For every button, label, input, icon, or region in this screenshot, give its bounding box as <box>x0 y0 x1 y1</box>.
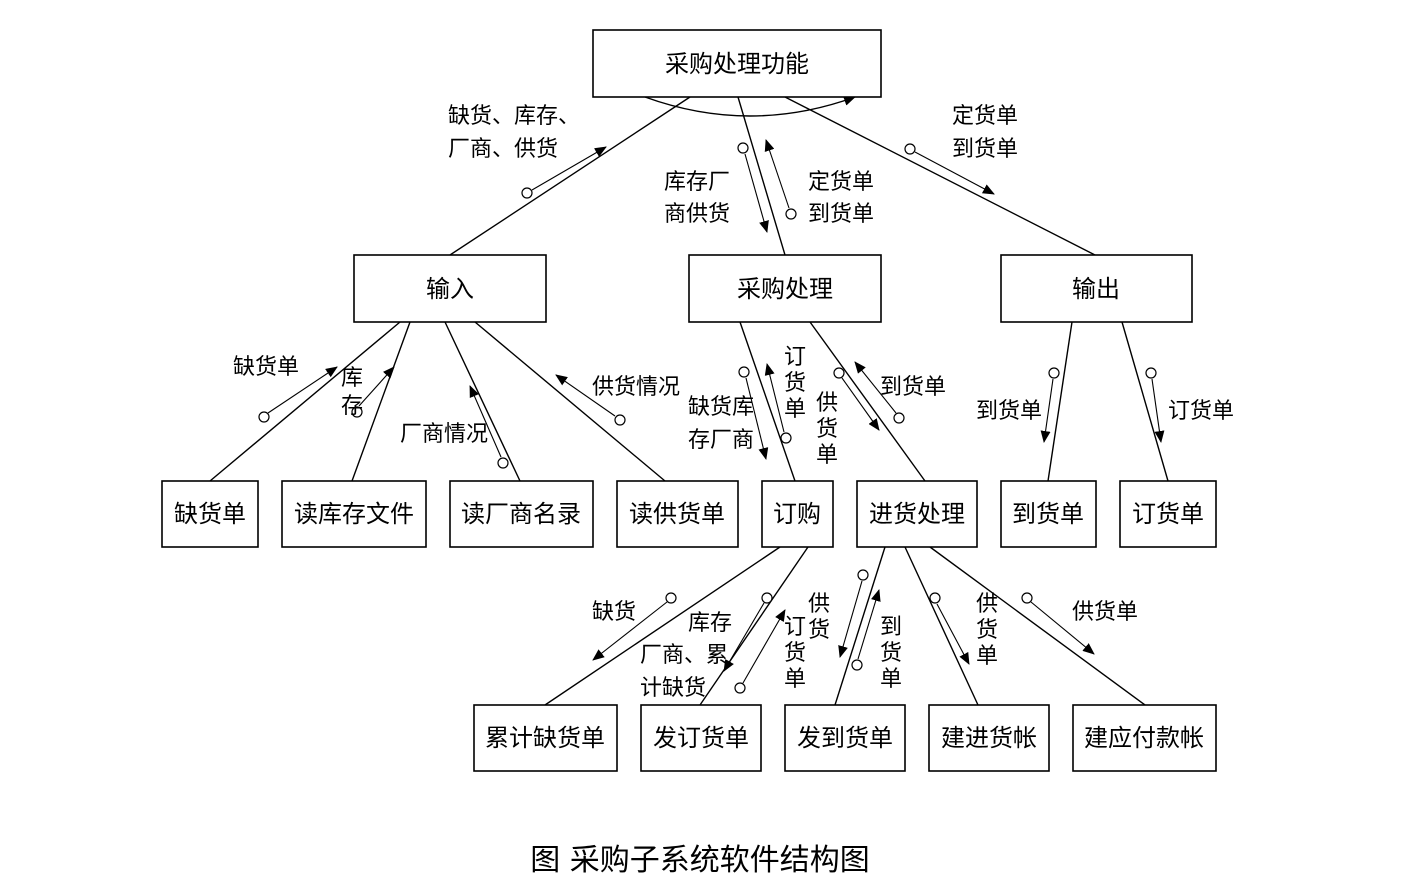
module-issue-order-slip: 发订货单 <box>640 704 762 772</box>
module-cumulative-shortage: 累计缺货单 <box>473 704 618 772</box>
module-root: 采购处理功能 <box>592 29 882 98</box>
module-build-receiving-account-label: 建进货帐 <box>941 724 1037 752</box>
module-shortage-slip-label: 缺货单 <box>174 500 246 528</box>
module-order-label: 订购 <box>773 500 821 528</box>
flow-label: 商供货 <box>664 202 730 227</box>
flow-label: 缺货单 <box>233 355 299 380</box>
module-read-supply-slip-label: 读供货单 <box>629 500 725 528</box>
flow-label: 单 <box>880 667 902 692</box>
flow-label: 缺货库 <box>688 395 754 420</box>
module-read-supply-slip: 读供货单 <box>616 480 739 548</box>
flow-label: 单 <box>784 667 806 692</box>
flow-label: 厂商情况 <box>400 422 488 447</box>
module-cumulative-shortage-label: 累计缺货单 <box>485 724 605 752</box>
flow-label: 存 <box>341 394 363 419</box>
module-read-vendor-list: 读厂商名录 <box>449 480 594 548</box>
flow-label: 到货单 <box>808 202 874 227</box>
flow-label: 缺货、库存、 <box>448 104 580 129</box>
flow-label: 定货单 <box>952 104 1018 129</box>
flow-label: 供货情况 <box>592 375 680 400</box>
module-issue-arrival-slip: 发到货单 <box>784 704 906 772</box>
flow-label: 货 <box>808 618 830 643</box>
flow-label: 到货单 <box>880 375 946 400</box>
module-shortage-slip: 缺货单 <box>161 480 259 548</box>
flow-label: 供货单 <box>1072 600 1138 625</box>
module-arrival-slip-out: 到货单 <box>1000 480 1097 548</box>
module-build-payable-account: 建应付款帐 <box>1072 704 1217 772</box>
flow-label: 库 <box>341 366 363 391</box>
hierarchy-lines <box>209 96 1169 706</box>
flow-label: 订货单 <box>1168 399 1234 424</box>
module-build-receiving-account: 建进货帐 <box>928 704 1050 772</box>
flow-label: 供 <box>808 592 830 617</box>
module-order: 订购 <box>761 480 834 548</box>
module-order-slip-out: 订货单 <box>1119 480 1217 548</box>
flow-label: 订 <box>784 345 806 370</box>
flow-label: 货 <box>784 641 806 666</box>
flow-label: 库存厂 <box>664 170 730 195</box>
module-receiving-label: 进货处理 <box>869 500 965 528</box>
module-issue-arrival-slip-label: 发到货单 <box>797 724 893 752</box>
data-flow-arrows <box>258 139 1165 694</box>
flow-label: 到货单 <box>976 399 1042 424</box>
flow-label: 库存 <box>688 611 732 636</box>
module-root-label: 采购处理功能 <box>665 50 809 78</box>
flow-label: 存厂商 <box>688 428 754 453</box>
flow-label: 缺货 <box>592 600 636 625</box>
figure-caption: 图 采购子系统软件结构图 <box>530 843 870 878</box>
flow-label: 到 <box>880 615 902 640</box>
flow-labels: 缺货、库存、 厂商、供货 库存厂 商供货 定货单 到货单 定货单 到货单 缺货单… <box>233 104 1234 701</box>
module-build-payable-account-label: 建应付款帐 <box>1084 724 1204 752</box>
module-process-label: 采购处理 <box>737 275 833 303</box>
module-output: 输出 <box>1000 254 1193 323</box>
flow-label: 厂商、供货 <box>448 137 558 162</box>
module-issue-order-slip-label: 发订货单 <box>653 724 749 752</box>
flow-label: 货 <box>880 641 902 666</box>
module-input: 输入 <box>353 254 547 323</box>
module-arrival-slip-out-label: 到货单 <box>1012 500 1084 528</box>
module-input-label: 输入 <box>426 275 474 303</box>
module-process: 采购处理 <box>688 254 882 323</box>
module-output-label: 输出 <box>1072 275 1120 303</box>
module-order-slip-out-label: 订货单 <box>1132 500 1204 528</box>
flow-label: 到货单 <box>952 137 1018 162</box>
flow-label: 供 <box>816 391 838 416</box>
flow-label: 定货单 <box>808 170 874 195</box>
flow-label: 供 <box>976 592 998 617</box>
flow-label: 单 <box>976 644 998 669</box>
flow-label: 货 <box>816 417 838 442</box>
flow-label: 单 <box>816 443 838 468</box>
flow-label: 单 <box>784 397 806 422</box>
module-read-stock-file: 读库存文件 <box>281 480 427 548</box>
flow-label: 订 <box>784 615 806 640</box>
flow-label: 货 <box>976 618 998 643</box>
flow-label: 货 <box>784 371 806 396</box>
module-read-stock-file-label: 读库存文件 <box>294 500 414 528</box>
flow-label: 厂商、累 <box>640 643 728 668</box>
module-read-vendor-list-label: 读厂商名录 <box>461 500 581 528</box>
flow-label: 计缺货 <box>640 676 706 701</box>
module-receiving: 进货处理 <box>856 480 978 548</box>
